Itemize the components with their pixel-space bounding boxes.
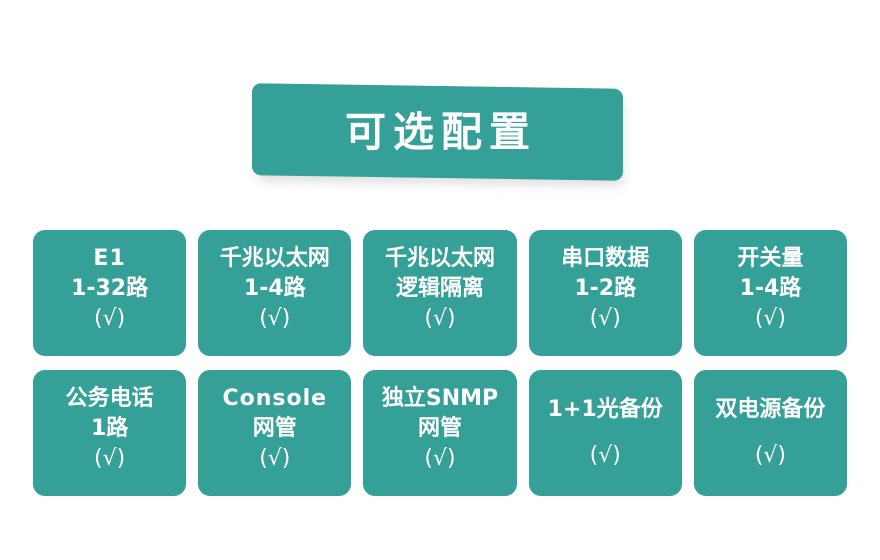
page-title: 可选配置 (345, 107, 537, 156)
card-check-mark: (√) (259, 306, 291, 331)
option-card[interactable]: 双电源备份 (√) (693, 370, 848, 496)
banner: 可选配置 (252, 83, 624, 187)
card-title: 串口数据 (561, 246, 650, 271)
option-card[interactable]: 开关量 1-4路 (√) (693, 230, 848, 356)
card-check-mark: (√) (589, 443, 621, 468)
card-check-mark: (√) (259, 446, 291, 471)
card-check-mark: (√) (754, 306, 786, 331)
card-title: Console (222, 386, 328, 411)
card-subtitle: 1-2路 (574, 276, 637, 301)
option-card[interactable]: 千兆以太网 1-4路 (√) (198, 230, 352, 356)
card-check-mark: (√) (754, 443, 786, 468)
card-title: 开关量 (737, 246, 804, 271)
card-title: 双电源备份 (715, 397, 826, 422)
card-subtitle: 网管 (418, 416, 463, 441)
option-card-grid: E1 1-32路 (√) 千兆以太网 1-4路 (√) 千兆以太网 逻辑隔离 (… (33, 230, 848, 496)
option-card[interactable]: 千兆以太网 逻辑隔离 (√) (363, 230, 517, 356)
card-check-mark: (√) (424, 446, 456, 471)
card-check-mark: (√) (589, 306, 621, 331)
card-check-mark: (√) (94, 446, 126, 471)
card-title: 公务电话 (65, 386, 154, 411)
card-subtitle: 1-4路 (243, 276, 306, 301)
card-check-mark: (√) (94, 306, 126, 331)
card-check-mark: (√) (424, 306, 456, 331)
card-title: 1+1光备份 (547, 397, 663, 422)
card-subtitle: 1-4路 (739, 276, 802, 301)
option-card[interactable]: E1 1-32路 (√) (33, 230, 187, 356)
card-row-2: 公务电话 1路 (√) Console 网管 (√) 独立SNMP 网管 (√)… (33, 370, 848, 496)
card-row-1: E1 1-32路 (√) 千兆以太网 1-4路 (√) 千兆以太网 逻辑隔离 (… (33, 230, 848, 356)
card-title: E1 (93, 246, 126, 271)
card-subtitle: 1路 (90, 416, 129, 441)
card-subtitle: 1-32路 (71, 276, 149, 301)
option-card[interactable]: 串口数据 1-2路 (√) (528, 230, 682, 356)
card-subtitle: 逻辑隔离 (396, 276, 485, 301)
card-title: 千兆以太网 (219, 246, 330, 271)
banner-plate: 可选配置 (252, 83, 623, 181)
card-subtitle: 网管 (252, 416, 297, 441)
option-card[interactable]: 公务电话 1路 (√) (33, 370, 187, 496)
card-title: 千兆以太网 (385, 246, 496, 271)
card-title: 独立SNMP (381, 386, 499, 411)
option-card[interactable]: Console 网管 (√) (198, 370, 352, 496)
option-card[interactable]: 1+1光备份 (√) (528, 370, 682, 496)
option-card[interactable]: 独立SNMP 网管 (√) (363, 370, 517, 496)
